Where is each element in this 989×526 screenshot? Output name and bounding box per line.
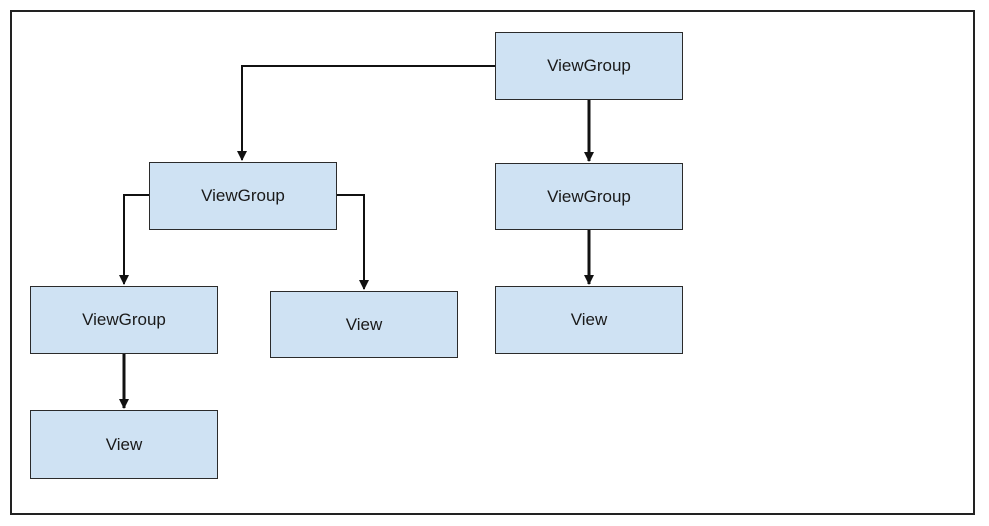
viewgroup-node-root: ViewGroup [495,32,683,100]
viewgroup-node-right: ViewGroup [495,163,683,230]
viewgroup-node-left: ViewGroup [149,162,337,230]
edge-n1-n2 [237,65,495,161]
diagram-border [10,10,975,515]
view-node-bottom-left: View [30,410,218,479]
view-node-middle: View [270,291,458,358]
view-node-right: View [495,286,683,354]
edge-n2-n4 [119,194,149,285]
viewgroup-node-far-left: ViewGroup [30,286,218,354]
edge-n2-n5 [337,194,369,290]
